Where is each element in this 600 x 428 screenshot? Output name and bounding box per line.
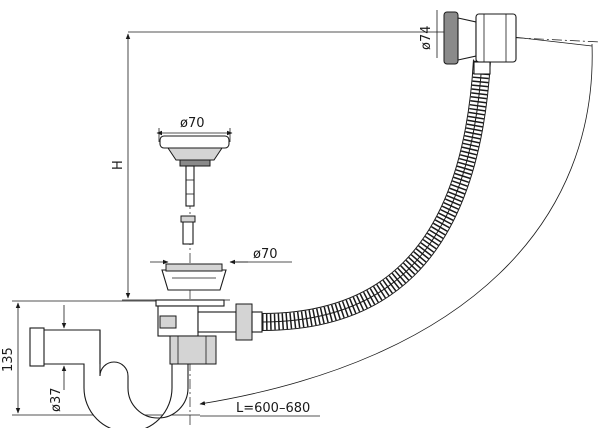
plug-diameter-label: ø70 [180, 116, 205, 131]
drain-flange [155, 263, 227, 307]
trap-body [29, 305, 217, 428]
trap-height-label: 135 [1, 347, 16, 372]
height-label: H [111, 160, 126, 170]
corrugated-hose [261, 59, 491, 331]
drain-diameter-label: ø70 [253, 247, 278, 262]
length-label: L=600–680 [236, 401, 310, 416]
overflow-head [443, 11, 517, 75]
plug-assembly [159, 135, 230, 245]
center-axes [189, 35, 600, 425]
hose-connector [197, 303, 263, 341]
overflow-diameter-label: ø74 [419, 26, 434, 51]
outlet-diameter-label: ø37 [49, 388, 64, 413]
